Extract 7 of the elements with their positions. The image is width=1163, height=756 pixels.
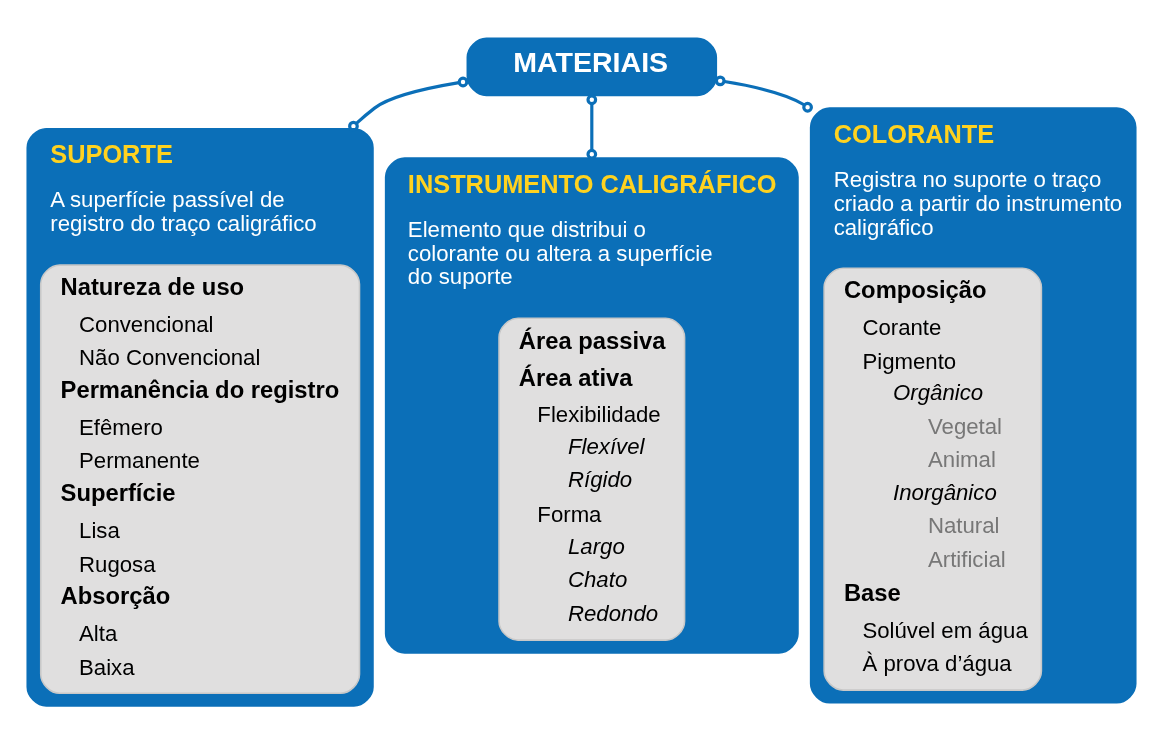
node-box: Natureza de uso Convencional Não Convencional Permanência do registro Efêmero Permanente Superfície Lisa Rugosa Absorção Alta Baixa	[39, 263, 361, 694]
connector	[586, 93, 598, 160]
connector	[348, 76, 469, 132]
node-box: Composição Corante Pigmento Orgânico Vegetal Animal Inorgânico Natural Artificial Base Solúvel em água À prova d’água	[823, 267, 1043, 691]
node-box: MATERIAIS	[466, 37, 718, 96]
node-box: Área passiva Área ativa Flexibilidade Flexível Rígido Forma Largo Chato Redondo	[498, 316, 686, 641]
connector	[714, 74, 813, 113]
